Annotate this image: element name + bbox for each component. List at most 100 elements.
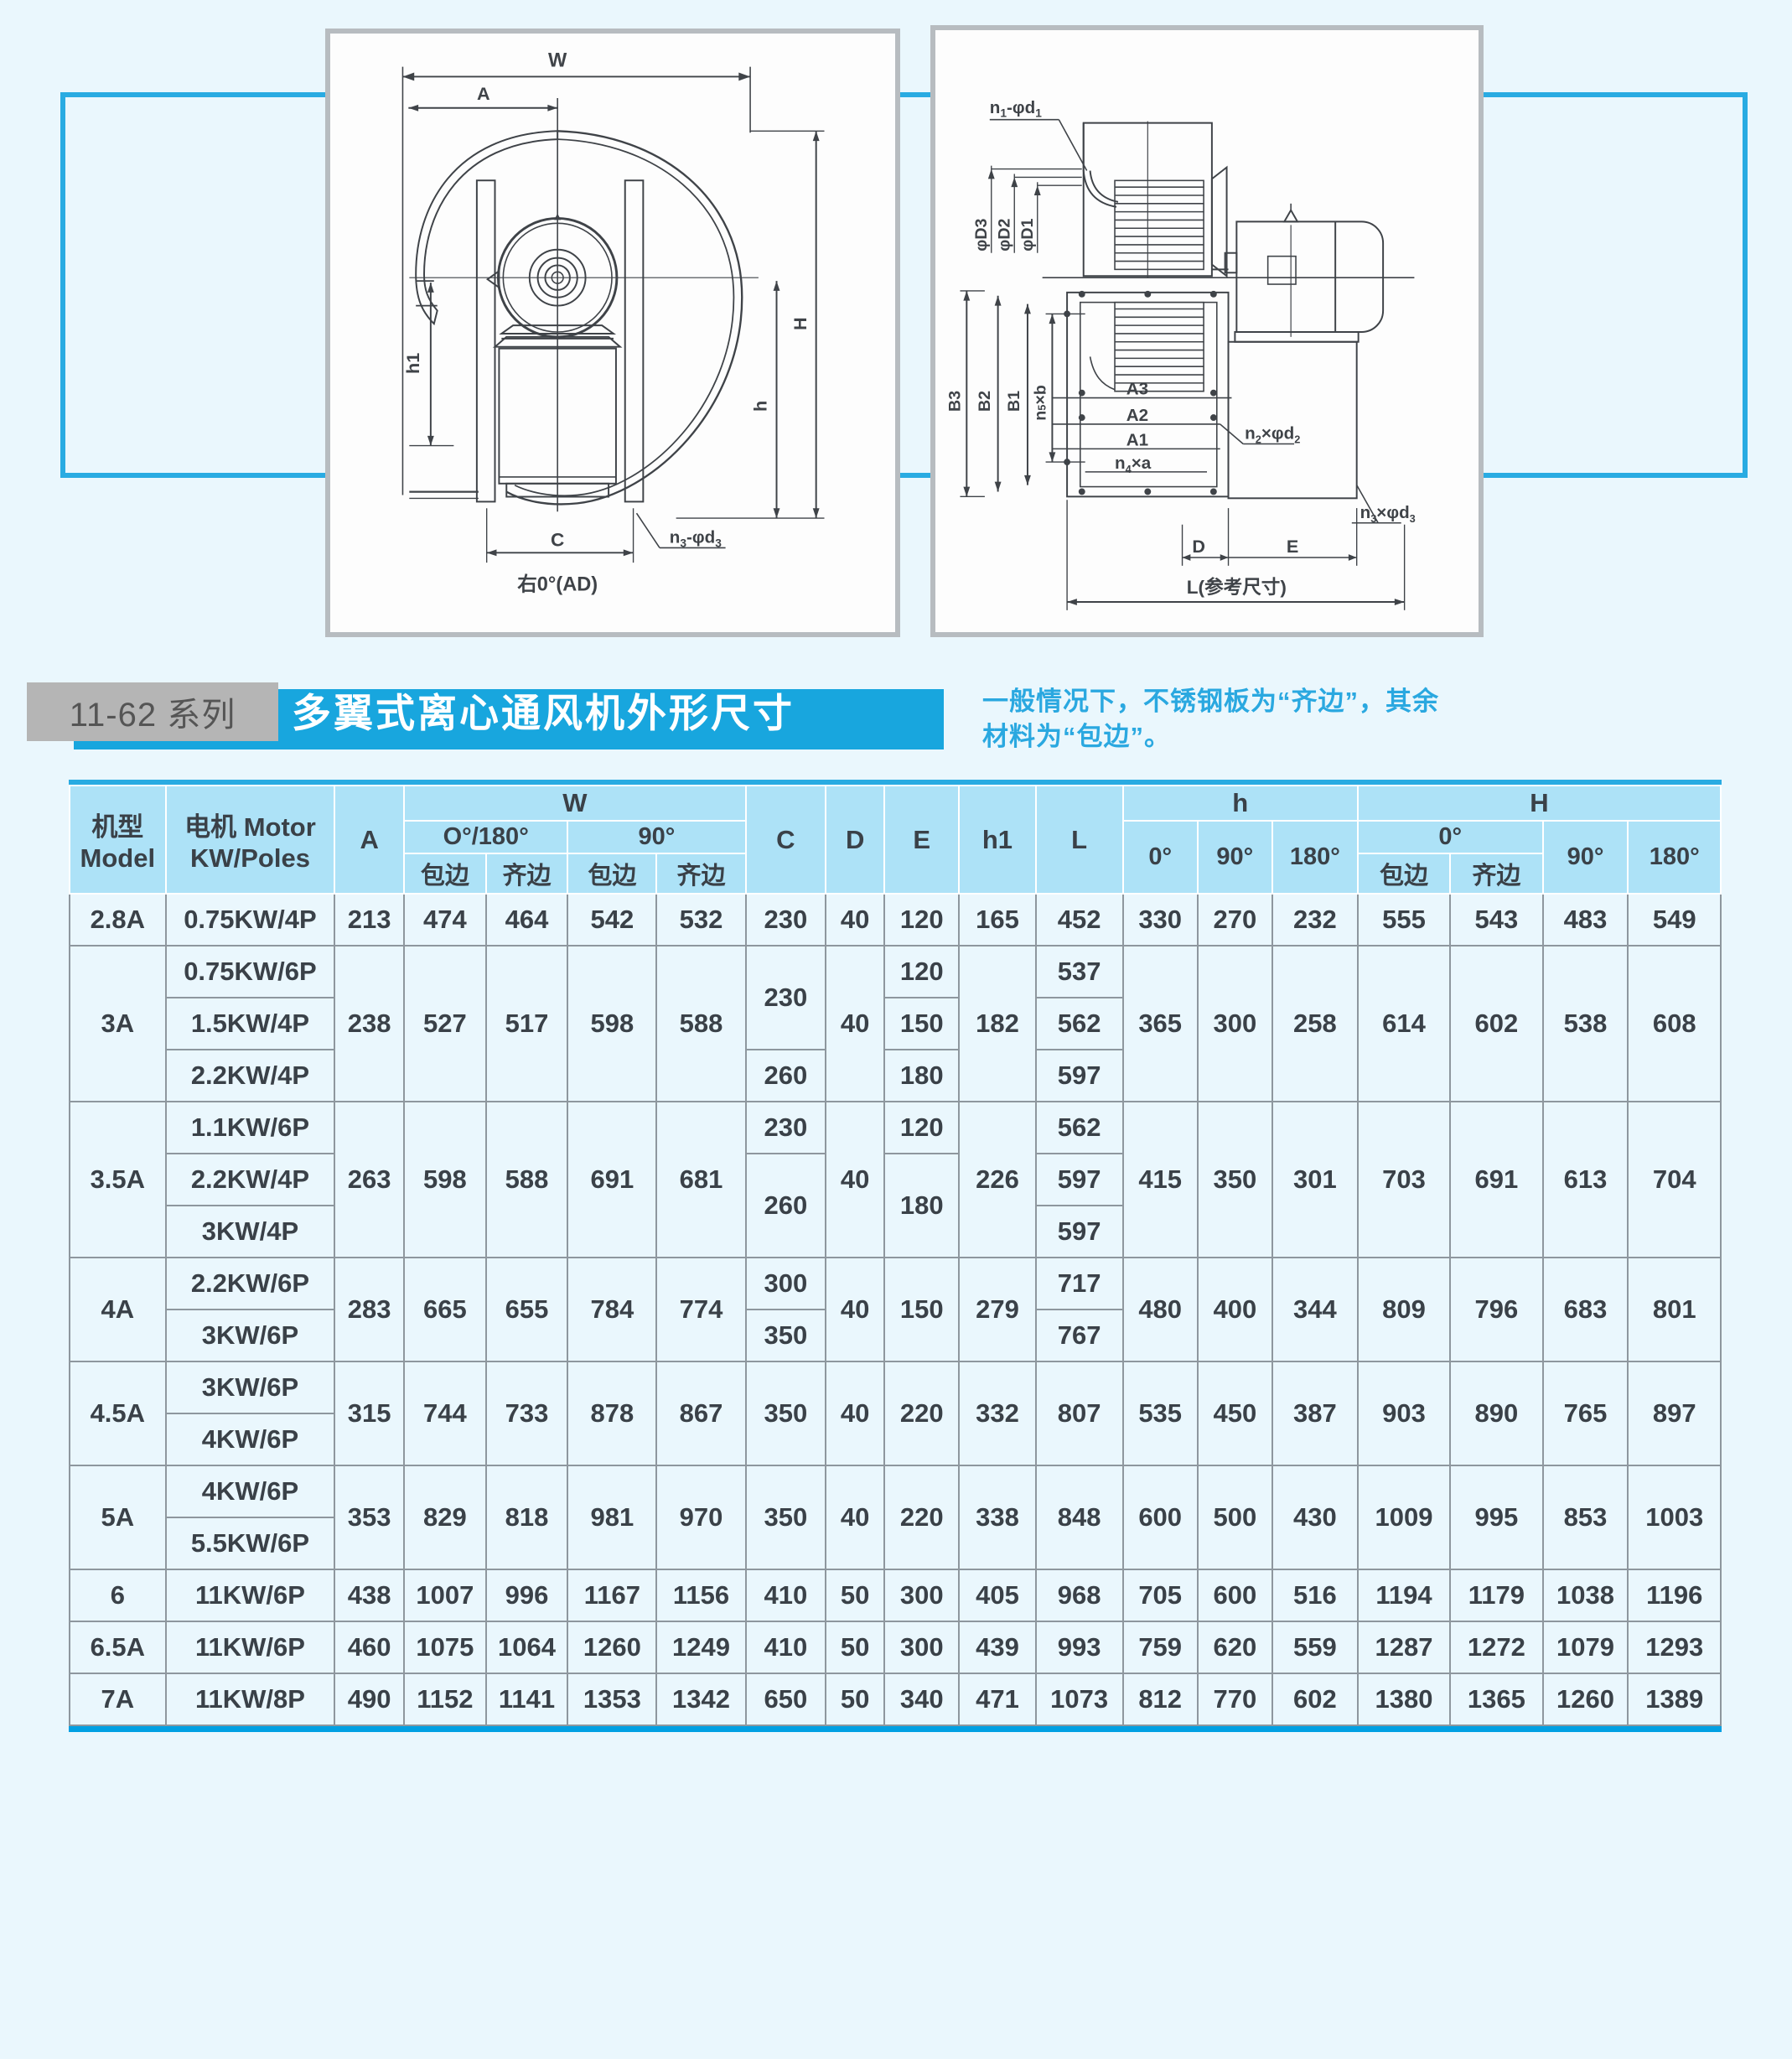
cell-W90-qibian: 867 (655, 1361, 747, 1466)
cell-motor: 2.2KW/4P (164, 1049, 336, 1102)
cell-H-180: 549 (1627, 893, 1722, 947)
cell-C: 350 (744, 1361, 827, 1466)
cell-h-90: 450 (1196, 1361, 1273, 1466)
th-h-180: 180° (1271, 820, 1359, 895)
drawing-left-caption: 右0°(AD) (517, 573, 598, 595)
th-model-cn: 机型 (91, 812, 144, 842)
cell-C: 260 (744, 1049, 827, 1102)
cell-h1: 439 (958, 1621, 1037, 1674)
cell-H-90: 765 (1541, 1361, 1629, 1466)
section-title-row: 11-62 系列 多翼式离心通风机外形尺寸 一般情况下，不锈钢板为“齐边”，其余… (0, 679, 1792, 780)
cell-E: 300 (883, 1569, 961, 1622)
label-phiD1: φD1 (1018, 218, 1037, 251)
cell-H-180: 1196 (1627, 1569, 1722, 1622)
cell-W0-qibian: 1141 (484, 1673, 569, 1726)
cell-L: 562 (1034, 997, 1124, 1050)
cell-model: 6 (69, 1569, 167, 1622)
cell-E: 180 (883, 1049, 961, 1102)
cell-W90-qibian: 774 (655, 1257, 747, 1362)
cell-h-0: 600 (1121, 1465, 1199, 1570)
cell-L: 597 (1034, 1049, 1124, 1102)
label-n2xphid2: n2×φd2 (1245, 424, 1300, 446)
cell-W0-qibian: 996 (484, 1569, 569, 1622)
th-W-0-180: O°/180° (403, 820, 569, 854)
cell-C: 300 (744, 1257, 827, 1310)
table-header: 机型 Model 电机 Motor KW/Poles A W C D E h1 … (69, 785, 1722, 895)
cell-E: 300 (883, 1621, 961, 1674)
cell-motor: 2.2KW/4P (164, 1153, 336, 1206)
cell-h1: 405 (958, 1569, 1037, 1622)
cell-L: 717 (1034, 1257, 1124, 1310)
cell-h-90: 350 (1196, 1101, 1273, 1258)
label-B1: B1 (1005, 391, 1023, 412)
label-n5xb: n5×b (1032, 385, 1050, 421)
th-H-180: 180° (1627, 820, 1722, 895)
cell-h-0: 535 (1121, 1361, 1199, 1466)
cell-H0-baobian: 1009 (1356, 1465, 1452, 1570)
cell-h-90: 270 (1196, 893, 1273, 947)
material-note-line1: 一般情况下，不锈钢板为“齐边”，其余 (982, 687, 1439, 716)
cell-motor: 11KW/6P (164, 1621, 336, 1674)
cell-D: 50 (825, 1569, 886, 1622)
cell-h-180: 232 (1271, 893, 1359, 947)
cell-h-0: 365 (1121, 945, 1199, 1102)
th-W-90: 90° (567, 820, 747, 854)
cell-L: 767 (1034, 1309, 1124, 1362)
cell-model: 3.5A (69, 1101, 167, 1258)
cell-W90-qibian: 1156 (655, 1569, 747, 1622)
cell-D: 40 (825, 893, 886, 947)
cell-model: 2.8A (69, 893, 167, 947)
cell-D: 40 (825, 1361, 886, 1466)
cell-W90-baobian: 981 (567, 1465, 658, 1570)
cell-W0-qibian: 588 (484, 1101, 569, 1258)
label-B3: B3 (945, 391, 964, 412)
cell-H-180: 608 (1627, 945, 1722, 1102)
cell-h1: 165 (958, 893, 1037, 947)
cell-h-0: 415 (1121, 1101, 1199, 1258)
cell-H-90: 613 (1541, 1101, 1629, 1258)
cell-A: 213 (334, 893, 406, 947)
cell-C: 410 (744, 1621, 827, 1674)
th-H-90: 90° (1541, 820, 1629, 895)
cell-L: 848 (1034, 1465, 1124, 1570)
cell-model: 5A (69, 1465, 167, 1570)
cell-h1: 471 (958, 1673, 1037, 1726)
cell-h1: 226 (958, 1101, 1037, 1258)
cell-H0-baobian: 809 (1356, 1257, 1452, 1362)
cell-motor: 0.75KW/6P (164, 945, 336, 998)
cell-H-90: 483 (1541, 893, 1629, 947)
cell-D: 40 (825, 1101, 886, 1258)
cell-W90-baobian: 542 (567, 893, 658, 947)
label-A3: A3 (1126, 380, 1148, 399)
th-motor-cn: 电机 Motor (184, 812, 316, 842)
cell-H-180: 801 (1627, 1257, 1722, 1362)
cell-model: 3A (69, 945, 167, 1102)
cell-E: 150 (883, 997, 961, 1050)
cell-h-180: 602 (1271, 1673, 1359, 1726)
cell-H0-qibian: 1272 (1449, 1621, 1544, 1674)
cell-H-180: 704 (1627, 1101, 1722, 1258)
label-A2: A2 (1126, 406, 1148, 425)
cell-C: 230 (744, 1101, 827, 1154)
cell-H0-qibian: 995 (1449, 1465, 1544, 1570)
cell-D: 40 (825, 1465, 886, 1570)
label-phiD2: φD2 (995, 218, 1013, 251)
cell-W90-qibian: 1342 (655, 1673, 747, 1726)
th-E: E (883, 785, 961, 895)
cell-L: 597 (1034, 1153, 1124, 1206)
label-E: E (1287, 536, 1298, 557)
table-row: 2.2KW/4P 260 180 597 (70, 1049, 1721, 1102)
cell-H-180: 1003 (1627, 1465, 1722, 1570)
cell-W0-baobian: 665 (403, 1257, 487, 1362)
th-W: W (403, 785, 747, 822)
cell-D: 50 (825, 1673, 886, 1726)
cell-W90-qibian: 970 (655, 1465, 747, 1570)
cell-C: 230 (744, 893, 827, 947)
label-A: A (477, 83, 490, 104)
th-motor-en: KW/Poles (189, 843, 310, 873)
cell-H0-baobian: 903 (1356, 1361, 1452, 1466)
cell-h-0: 759 (1121, 1621, 1199, 1674)
